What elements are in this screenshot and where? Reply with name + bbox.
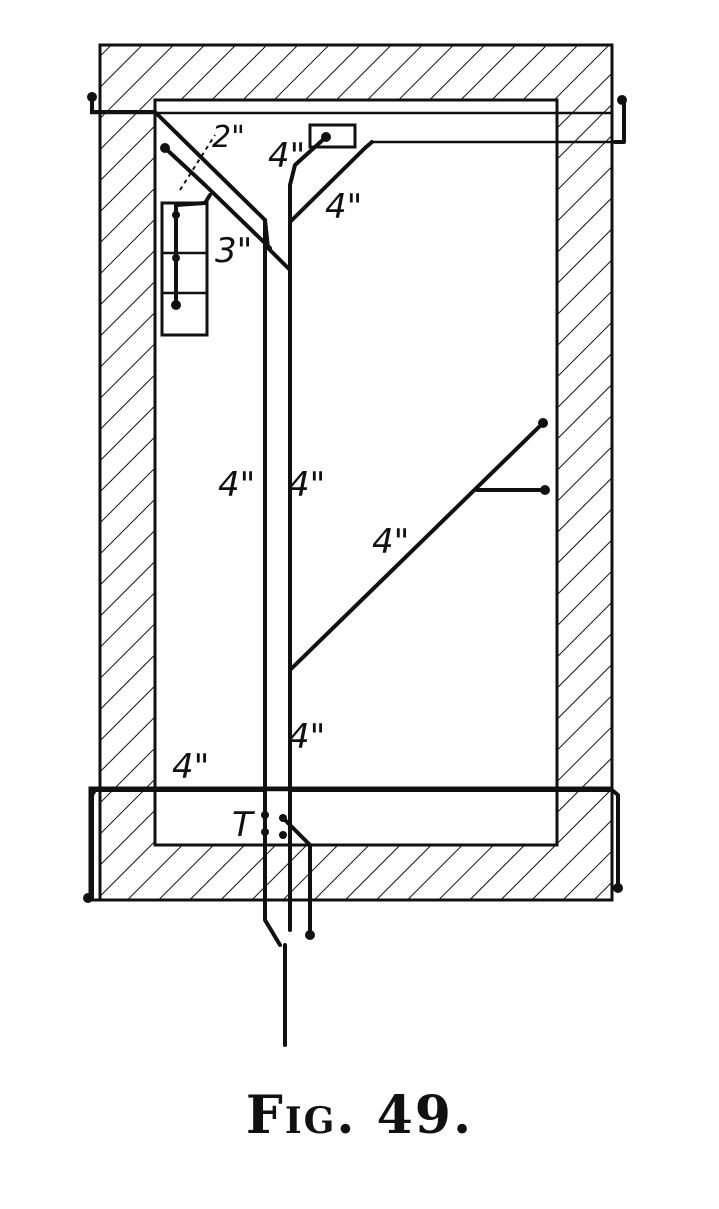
label-4in-stack-left: 4" [218,465,255,505]
pipe-joint-dot [160,143,170,153]
label-trap: T [232,805,255,845]
pipe-joint-dot [540,485,550,495]
trap-pipe-a [263,798,282,947]
pipe-joint-dot [279,831,287,839]
top-right-pipe [288,140,374,224]
cleanout-box [308,123,357,149]
label-4in-lower-left: 4" [172,747,209,787]
bottom-left-pipe [90,788,267,900]
pipe-joint-dot [613,883,623,893]
top-left-pipe [90,95,292,272]
label-3in: 3" [215,231,252,271]
label-4in-diagonal: 4" [372,522,409,562]
pipe-joint-dot [261,811,269,819]
pipe-joint-dot [172,211,180,219]
figure-caption: Fig. 49. [245,1085,474,1146]
pipe-joint-dot [617,95,627,105]
pipe-joint-dot [83,893,93,903]
label-4in-top-right: 4" [325,187,362,227]
bottom-right-pipe [288,788,620,890]
label-4in-top: 4" [268,136,305,176]
right-top-pipe-end [613,98,626,144]
vent-branch-pipe [163,146,272,250]
top-center-pipe [288,135,328,282]
pipe-joint-dot [538,418,548,428]
dashed-connector [179,134,216,191]
pipe-joint-dot [87,92,97,102]
pipe-joint-dot [172,254,180,262]
label-2in: 2" [212,120,245,155]
pipe-joint-dot [279,814,287,822]
fixture-connector [174,193,212,207]
pipe-joint-dot [171,300,181,310]
label-4in-lower-right: 4" [288,717,325,757]
diagonal-branch [288,421,545,672]
trap-pipe-c [283,818,312,937]
label-4in-stack-right: 4" [288,465,325,505]
pipe-joint-dot [261,828,269,836]
fixture-box [160,201,209,337]
pipe-joint-dot [305,930,315,940]
